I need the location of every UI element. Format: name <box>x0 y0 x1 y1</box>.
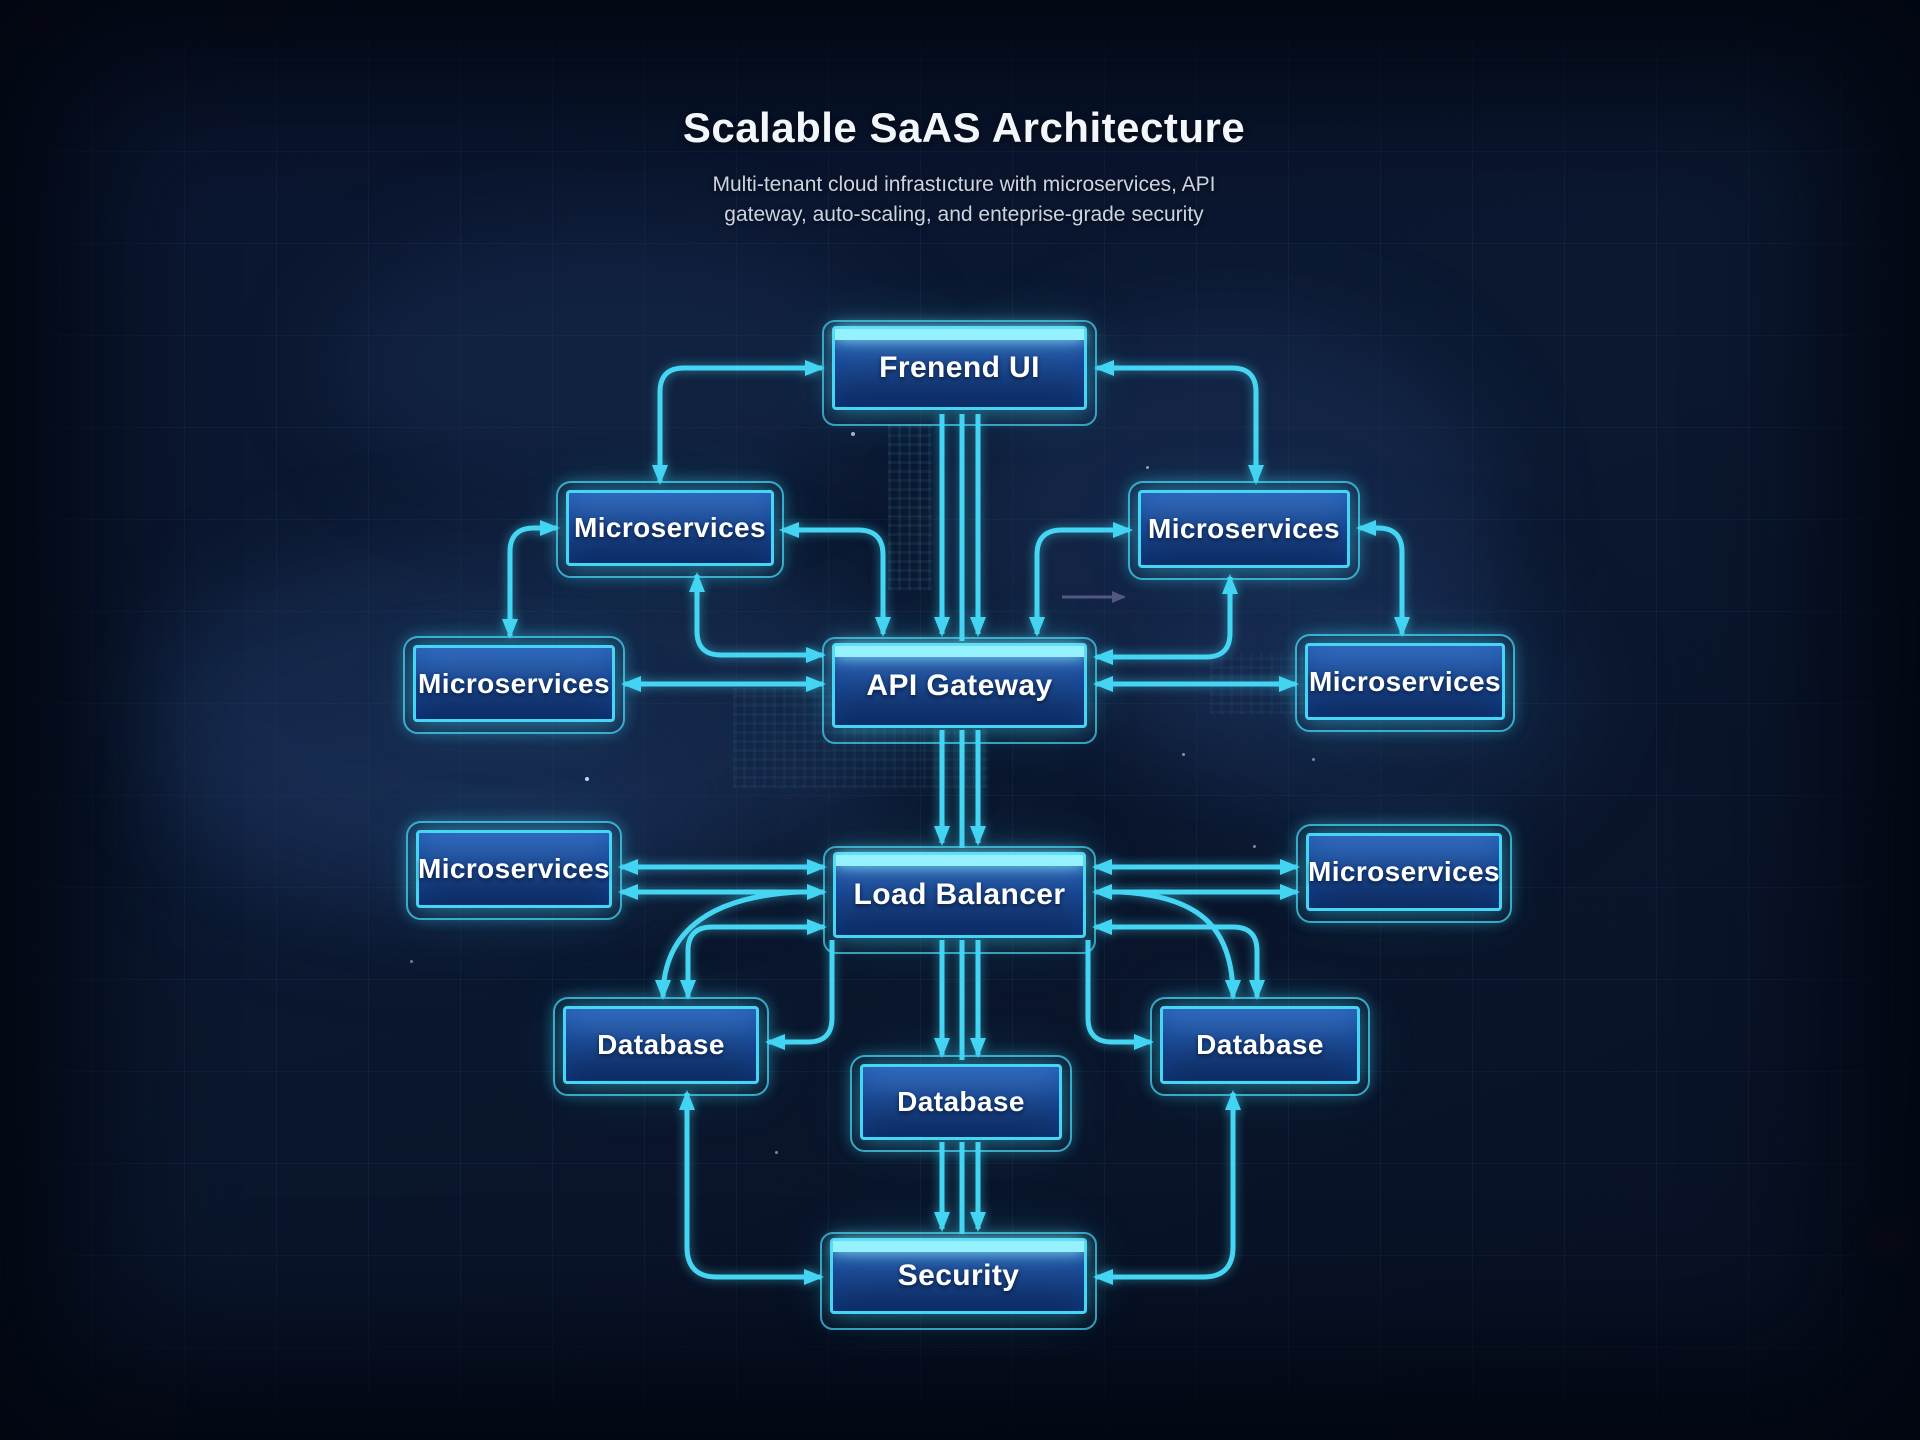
edge-frontend-ms-upper-right <box>1094 360 1264 485</box>
node-security: Security <box>820 1232 1097 1330</box>
node-load-balancer: Load Balancer <box>823 846 1096 954</box>
node-box: Microservices <box>413 645 615 722</box>
star-dot <box>1253 845 1256 848</box>
node-box: Microservices <box>1305 643 1505 720</box>
node-frontend-ui: Frenend UI <box>822 320 1097 426</box>
node-box: Microservices <box>1306 833 1502 911</box>
page-subtitle: Multi-tenant cloud infrastıcture with mi… <box>0 170 1920 230</box>
node-microservices-lower-right: Microservices <box>1296 824 1512 923</box>
node-database-center: Database <box>850 1055 1072 1152</box>
star-dot <box>410 960 413 963</box>
matrix-texture <box>888 425 932 590</box>
node-box: Microservices <box>416 830 612 908</box>
node-label: Load Balancer <box>853 878 1066 911</box>
star-dot <box>851 432 855 436</box>
node-box: Load Balancer <box>833 852 1086 938</box>
red-smudge <box>8 6 68 46</box>
edge-db-left-security <box>679 1090 824 1285</box>
node-microservices-lower-left: Microservices <box>406 821 622 920</box>
node-api-gateway: API Gateway <box>822 637 1097 744</box>
star-dot <box>1312 758 1315 761</box>
node-microservices-upper-left: Microservices <box>556 481 784 578</box>
node-label: Microservices <box>1148 513 1340 544</box>
node-microservices-mid-left: Microservices <box>403 636 625 734</box>
node-box: API Gateway <box>832 643 1087 728</box>
node-database-left: Database <box>553 997 769 1096</box>
edge-ms-mid-right-ms-upper-right <box>1356 520 1410 637</box>
star-dot <box>1182 753 1185 756</box>
edge-db-right-lb <box>1092 919 1265 1000</box>
edge-lb-db-right-side <box>1085 940 1154 1050</box>
node-label: Database <box>897 1086 1025 1117</box>
node-label: Microservices <box>418 853 610 884</box>
edge-ms-upper-right-gateway <box>1029 522 1133 637</box>
node-microservices-mid-right: Microservices <box>1295 634 1515 732</box>
node-box: Database <box>1160 1006 1360 1084</box>
star-dot <box>585 777 589 781</box>
node-label: Microservices <box>418 667 610 699</box>
node-label: Microservices <box>1309 665 1501 697</box>
edge-db-left-lb <box>680 919 827 1000</box>
edge-db-right-security <box>1093 1090 1241 1285</box>
node-label: Frenend UI <box>879 351 1040 384</box>
edge-ms-upper-left-gateway <box>779 522 891 637</box>
subtitle-line-1: Multi-tenant cloud infrastıcture with mi… <box>712 173 1216 196</box>
red-smudge <box>90 1390 180 1430</box>
page-title: Scalable SaAS Architecture <box>682 104 1246 151</box>
node-box: Frenend UI <box>832 326 1087 410</box>
edge-lb-db-left-side <box>765 940 835 1050</box>
node-box: Database <box>860 1064 1062 1140</box>
node-box: Microservices <box>1138 490 1350 568</box>
node-label: Microservices <box>574 512 766 543</box>
node-label: API Gateway <box>866 668 1053 702</box>
node-database-right: Database <box>1150 997 1370 1096</box>
node-microservices-upper-right: Microservices <box>1128 481 1360 580</box>
diagram-header: Scalable SaAS Architecture Multi-tenant … <box>0 104 1920 230</box>
edge-frontend-ms-upper-left <box>652 360 825 485</box>
node-box: Database <box>563 1006 759 1084</box>
node-label: Database <box>1196 1029 1324 1060</box>
edge-ms-upper-left-gateway-left <box>689 572 826 663</box>
red-smudge <box>215 0 285 30</box>
node-label: Database <box>597 1029 725 1060</box>
node-box: Microservices <box>566 490 774 566</box>
edge-ms-mid-left-ms-upper-left <box>502 520 560 639</box>
node-label: Microservices <box>1308 856 1500 887</box>
node-box: Security <box>830 1238 1087 1314</box>
edge-ms-upper-right-gateway-right <box>1093 574 1238 665</box>
subtitle-line-2: gateway, auto-scaling, and enteprise-gra… <box>724 203 1204 226</box>
red-smudge <box>1870 1225 1920 1260</box>
node-label: Security <box>897 1259 1020 1292</box>
